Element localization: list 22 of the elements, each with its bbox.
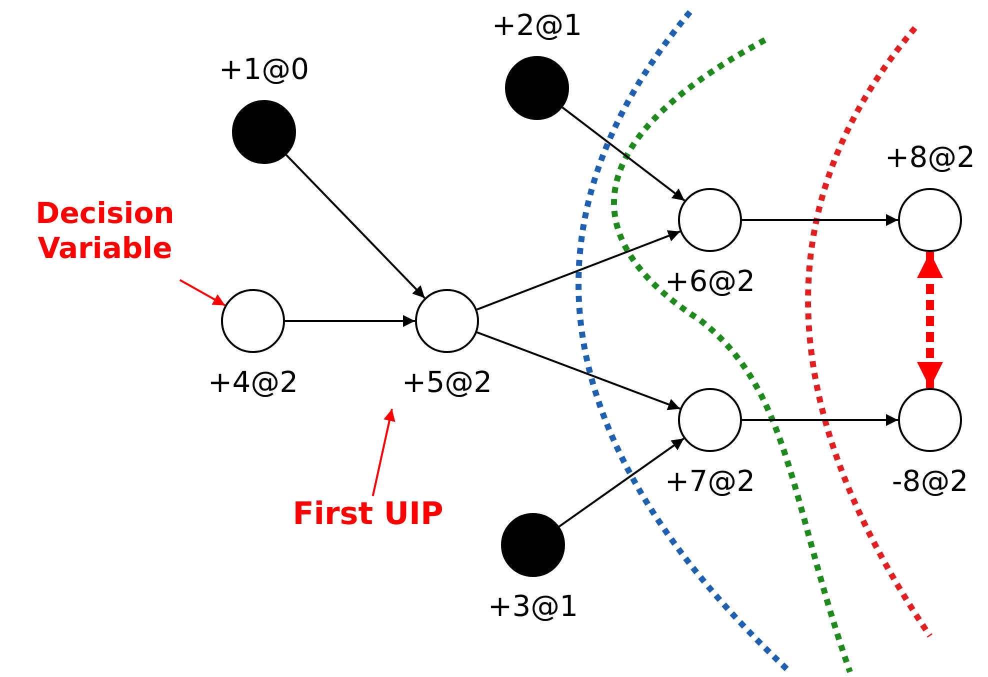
annotation-text: First UIP	[268, 496, 468, 534]
arrow	[917, 252, 943, 388]
node-label: +3@1	[486, 589, 580, 623]
arrow	[742, 414, 898, 426]
arrow	[286, 154, 426, 299]
node-label: -8@2	[890, 464, 970, 498]
annotation-text: Decision Variable	[20, 196, 190, 266]
arrow	[372, 408, 396, 496]
arrow	[742, 214, 898, 226]
arrow	[179, 279, 226, 306]
arrow	[558, 438, 684, 528]
arrow	[476, 230, 680, 310]
arrow	[285, 315, 415, 327]
node-label: +6@2	[664, 264, 756, 298]
arrow	[476, 331, 680, 410]
node-label: +4@2	[206, 365, 300, 399]
node-label: +8@2	[884, 140, 976, 174]
node-label: +7@2	[664, 464, 756, 498]
node-label: +2@1	[490, 8, 584, 42]
node-label: +1@0	[218, 52, 310, 86]
node-label: +5@2	[400, 365, 494, 399]
arrow	[562, 106, 686, 202]
